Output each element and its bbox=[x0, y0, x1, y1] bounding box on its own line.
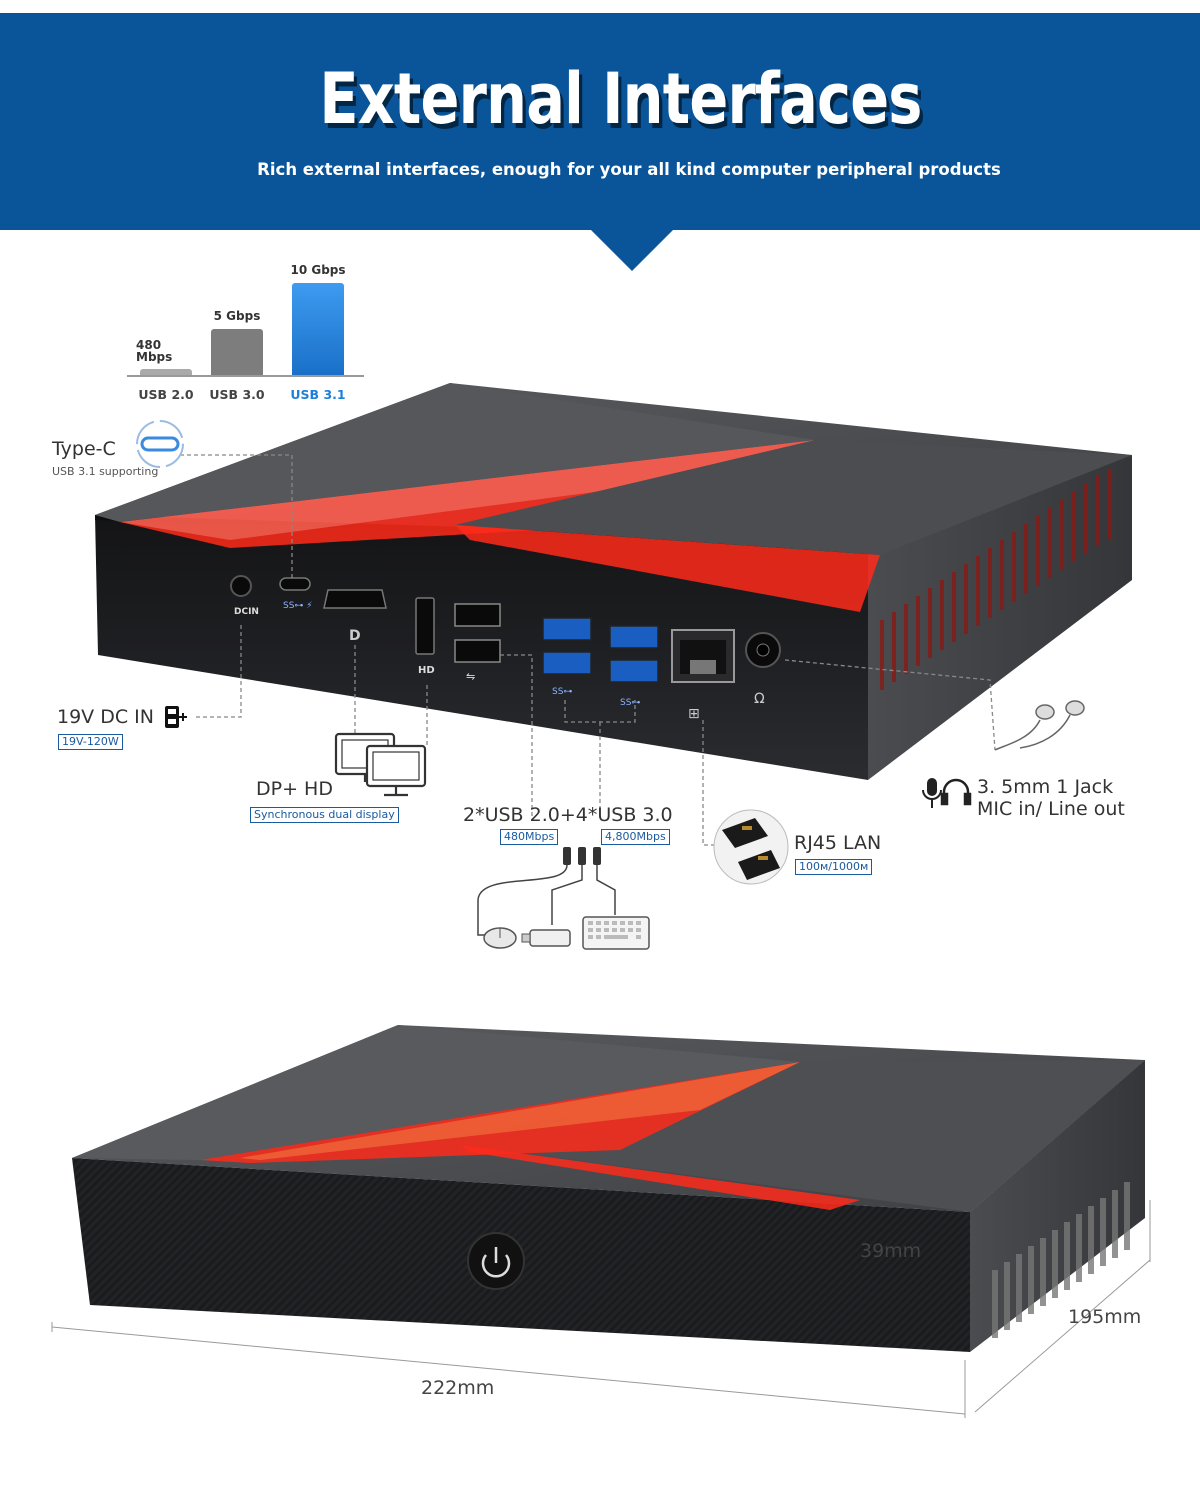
display-title: DP+ HD bbox=[256, 778, 333, 800]
microphone-icon bbox=[922, 778, 942, 808]
dimension-depth: 195mm bbox=[1068, 1306, 1142, 1328]
usb2-port-1 bbox=[454, 603, 501, 627]
svg-text:SS⊶ ⚡: SS⊶ ⚡ bbox=[283, 601, 313, 611]
usb3-port-1 bbox=[542, 617, 592, 641]
usb-speed-bar-2 bbox=[211, 329, 263, 375]
svg-text:⇋: ⇋ bbox=[466, 670, 475, 683]
device-front-view bbox=[72, 1025, 1145, 1352]
banner-notch bbox=[590, 229, 674, 271]
svg-text:D: D bbox=[349, 628, 361, 644]
audio-line1: 3. 5mm 1 Jack bbox=[977, 776, 1114, 798]
svg-text:SS⊶: SS⊶ bbox=[620, 698, 640, 708]
usb-speed-name-1: USB 2.0 bbox=[138, 387, 194, 402]
type-c-title: Type-C bbox=[52, 438, 116, 460]
dc-in-title: 19V DC IN bbox=[57, 706, 154, 728]
usb-speed-value-2: 5 Gbps bbox=[213, 309, 261, 323]
type-c-port bbox=[279, 577, 311, 591]
power-plug-icon bbox=[165, 706, 187, 728]
keyboard-icon bbox=[582, 916, 650, 950]
power-button-icon bbox=[467, 1232, 525, 1290]
lan-title: RJ45 LAN bbox=[794, 832, 882, 854]
dc-in-port bbox=[230, 575, 252, 597]
usb3-port-2 bbox=[542, 651, 592, 675]
usb-speed-name-2: USB 3.0 bbox=[209, 387, 265, 402]
svg-text:SS⊶: SS⊶ bbox=[552, 687, 572, 697]
usb3-tag: 4,800Mbps bbox=[601, 829, 670, 845]
display-tag: Synchronous dual display bbox=[250, 807, 399, 823]
lan-tag: 100м/1000м bbox=[795, 859, 873, 875]
device-rear-view: SS⊶ ⚡ D ⇋ SS⊶ SS⊶ ⊞ Ω bbox=[95, 383, 1132, 780]
audio-line2: MIC in/ Line out bbox=[977, 798, 1125, 820]
earbuds-icon bbox=[994, 700, 1085, 751]
headphone-icon bbox=[940, 778, 972, 806]
mouse-icon bbox=[483, 927, 517, 949]
dimension-height: 39mm bbox=[860, 1240, 922, 1262]
hd-panel-label: HD bbox=[418, 665, 435, 676]
usb-speed-value-3: 10 Gbps bbox=[290, 263, 346, 277]
hdmi-port bbox=[415, 597, 435, 655]
header-banner bbox=[0, 13, 1200, 230]
type-c-note: USB 3.1 supporting bbox=[52, 465, 159, 478]
usb3-port-4 bbox=[609, 659, 659, 683]
usb-speed-name-3: USB 3.1 bbox=[290, 387, 346, 402]
usb-peripheral-cables bbox=[477, 864, 616, 936]
usb3-port-3 bbox=[609, 625, 659, 649]
rj45-connector-icon bbox=[713, 809, 789, 885]
usb2-tag: 480Mbps bbox=[500, 829, 559, 845]
dimension-width: 222mm bbox=[421, 1377, 495, 1399]
usb-speed-bar-1 bbox=[140, 369, 192, 375]
displayport-port bbox=[323, 589, 387, 609]
usb-title: 2*USB 2.0+4*USB 3.0 bbox=[463, 804, 673, 826]
page-subtitle: Rich external interfaces, enough for you… bbox=[257, 160, 1001, 179]
dc-in-tag: 19V-120W bbox=[58, 734, 123, 750]
page-title: External Interfaces bbox=[319, 58, 922, 140]
dimension-lines bbox=[51, 1200, 1151, 1418]
svg-text:Ω: Ω bbox=[754, 691, 765, 707]
dc-in-panel-label: DCIN bbox=[234, 607, 259, 617]
usb-stick-icon bbox=[521, 929, 571, 947]
svg-text:⊞: ⊞ bbox=[688, 706, 700, 722]
type-c-icon bbox=[136, 420, 184, 468]
usb2-port-2 bbox=[454, 639, 501, 663]
usb-speed-bar-3 bbox=[292, 283, 344, 375]
monitor-icon bbox=[334, 732, 427, 797]
